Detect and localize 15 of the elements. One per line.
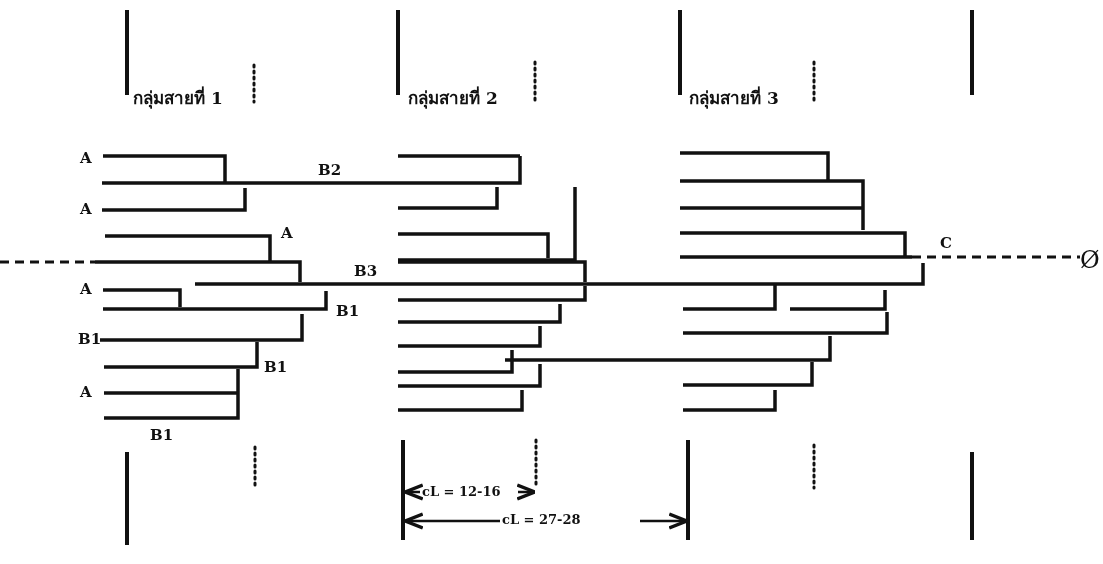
strand-label: B1	[264, 360, 288, 375]
strand-label: B3	[354, 264, 378, 279]
strand-label: A	[80, 151, 92, 166]
strand-label: B1	[336, 304, 360, 319]
dimension-label: cL = 27-28	[502, 513, 581, 526]
strand-label: A	[80, 385, 92, 400]
strand-label: B1	[150, 428, 174, 443]
strand-label: A	[80, 202, 92, 217]
end-symbol: Ø	[1080, 248, 1100, 272]
strand-label: B2	[318, 163, 342, 178]
strand-label: B1	[78, 332, 102, 347]
dimension-label: cL = 12-16	[422, 485, 501, 498]
strand-label: C	[940, 236, 952, 251]
strand-label: A	[281, 226, 293, 241]
strand-label: A	[80, 282, 92, 297]
